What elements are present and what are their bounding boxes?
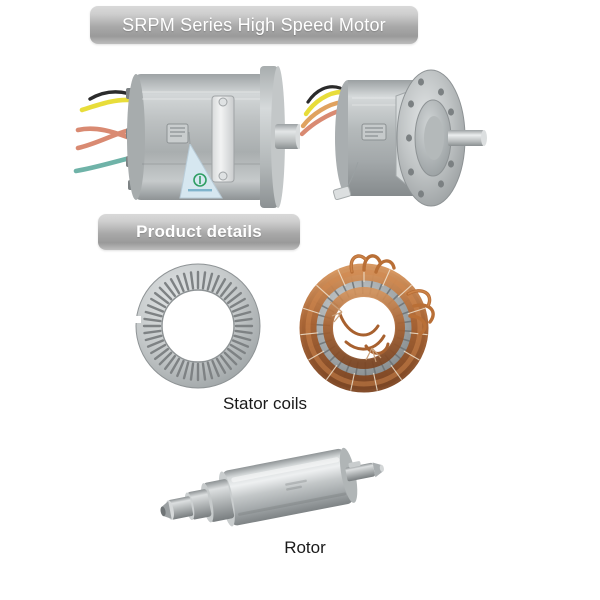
product-details-banner: Product details [98, 214, 300, 250]
output-shaft [448, 130, 484, 146]
lamination-bore [162, 290, 234, 362]
rotor-figure [148, 440, 398, 540]
terminal-box [211, 95, 235, 183]
output-shaft [275, 124, 300, 149]
motor-lead-wires [73, 90, 133, 174]
motor-angled-view-figure [300, 52, 490, 212]
stator-lamination-figure [128, 256, 268, 396]
motor-rear-cap [127, 74, 145, 200]
rotor-shaft-step-1 [168, 496, 194, 520]
inner-lead-wires [338, 312, 390, 355]
rotor-caption: Rotor [284, 538, 326, 557]
nameplate [361, 123, 387, 141]
rotor-body [222, 448, 353, 526]
loose-wire-ends [329, 301, 382, 363]
title-banner: SRPM Series High Speed Motor [90, 6, 418, 44]
nameplate [166, 123, 189, 144]
motor-side-view-figure [72, 52, 300, 212]
winding-lacing [300, 264, 428, 391]
product-details-banner-label: Product details [136, 222, 262, 241]
lamination-slots [142, 270, 254, 382]
stator-coils-figure [282, 250, 450, 398]
wire-label [332, 161, 359, 201]
hang-tag [179, 131, 223, 199]
tag-logo-icon [193, 173, 207, 187]
stator-coils-caption: Stator coils [222, 394, 308, 413]
title-banner-label: SRPM Series High Speed Motor [122, 14, 386, 35]
rotor-rear-stub [345, 462, 375, 482]
copper-winding-inner [323, 287, 405, 369]
